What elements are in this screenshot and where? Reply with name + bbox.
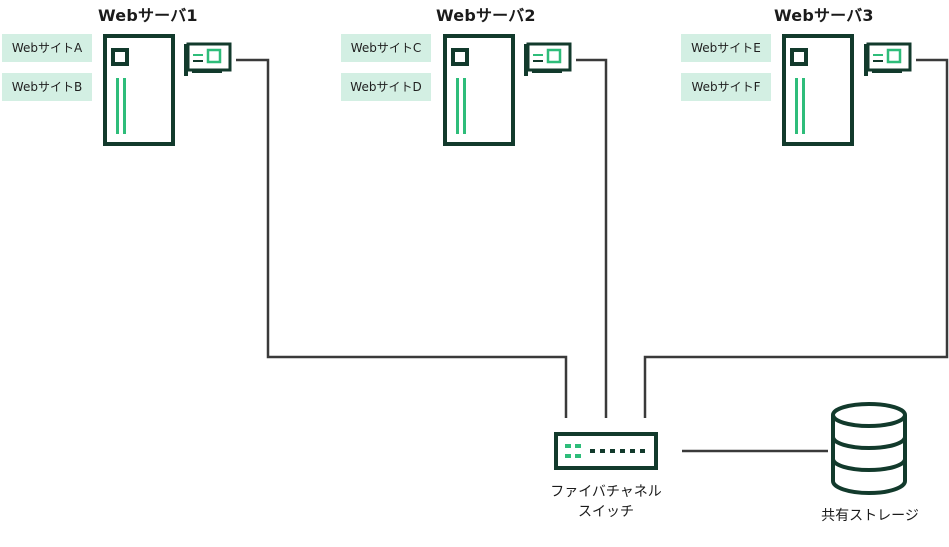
site-tag-a: WebサイトA: [2, 34, 92, 62]
server-2-icon: [443, 34, 515, 146]
server-3-icon: [782, 34, 854, 146]
server-1-title: Webサーバ1: [98, 6, 198, 25]
site-tag-f: WebサイトF: [681, 73, 771, 101]
link-server3-switch: [643, 58, 949, 418]
server-2-title: Webサーバ2: [436, 6, 536, 25]
storage-label: 共有ストレージ: [821, 508, 919, 524]
network-card-1-icon: [184, 42, 232, 76]
network-card-3-icon: [864, 42, 912, 76]
link-server1-switch: [236, 58, 568, 418]
site-tag-c: WebサイトC: [341, 34, 431, 62]
storage-database-icon: [831, 402, 907, 495]
fc-switch-label: ファイバチャネル スイッチ: [530, 482, 682, 522]
fc-switch-icon: [554, 432, 658, 470]
site-tag-b: WebサイトB: [2, 73, 92, 101]
server-3-title: Webサーバ3: [774, 6, 874, 25]
site-tag-e: WebサイトE: [681, 34, 771, 62]
link-server2-switch: [576, 58, 608, 418]
site-tag-d: WebサイトD: [341, 73, 431, 101]
server-1-icon: [103, 34, 175, 146]
fc-switch-label-line1: ファイバチャネル: [550, 484, 662, 500]
network-card-2-icon: [524, 42, 572, 76]
fc-switch-label-line2: スイッチ: [578, 504, 634, 520]
